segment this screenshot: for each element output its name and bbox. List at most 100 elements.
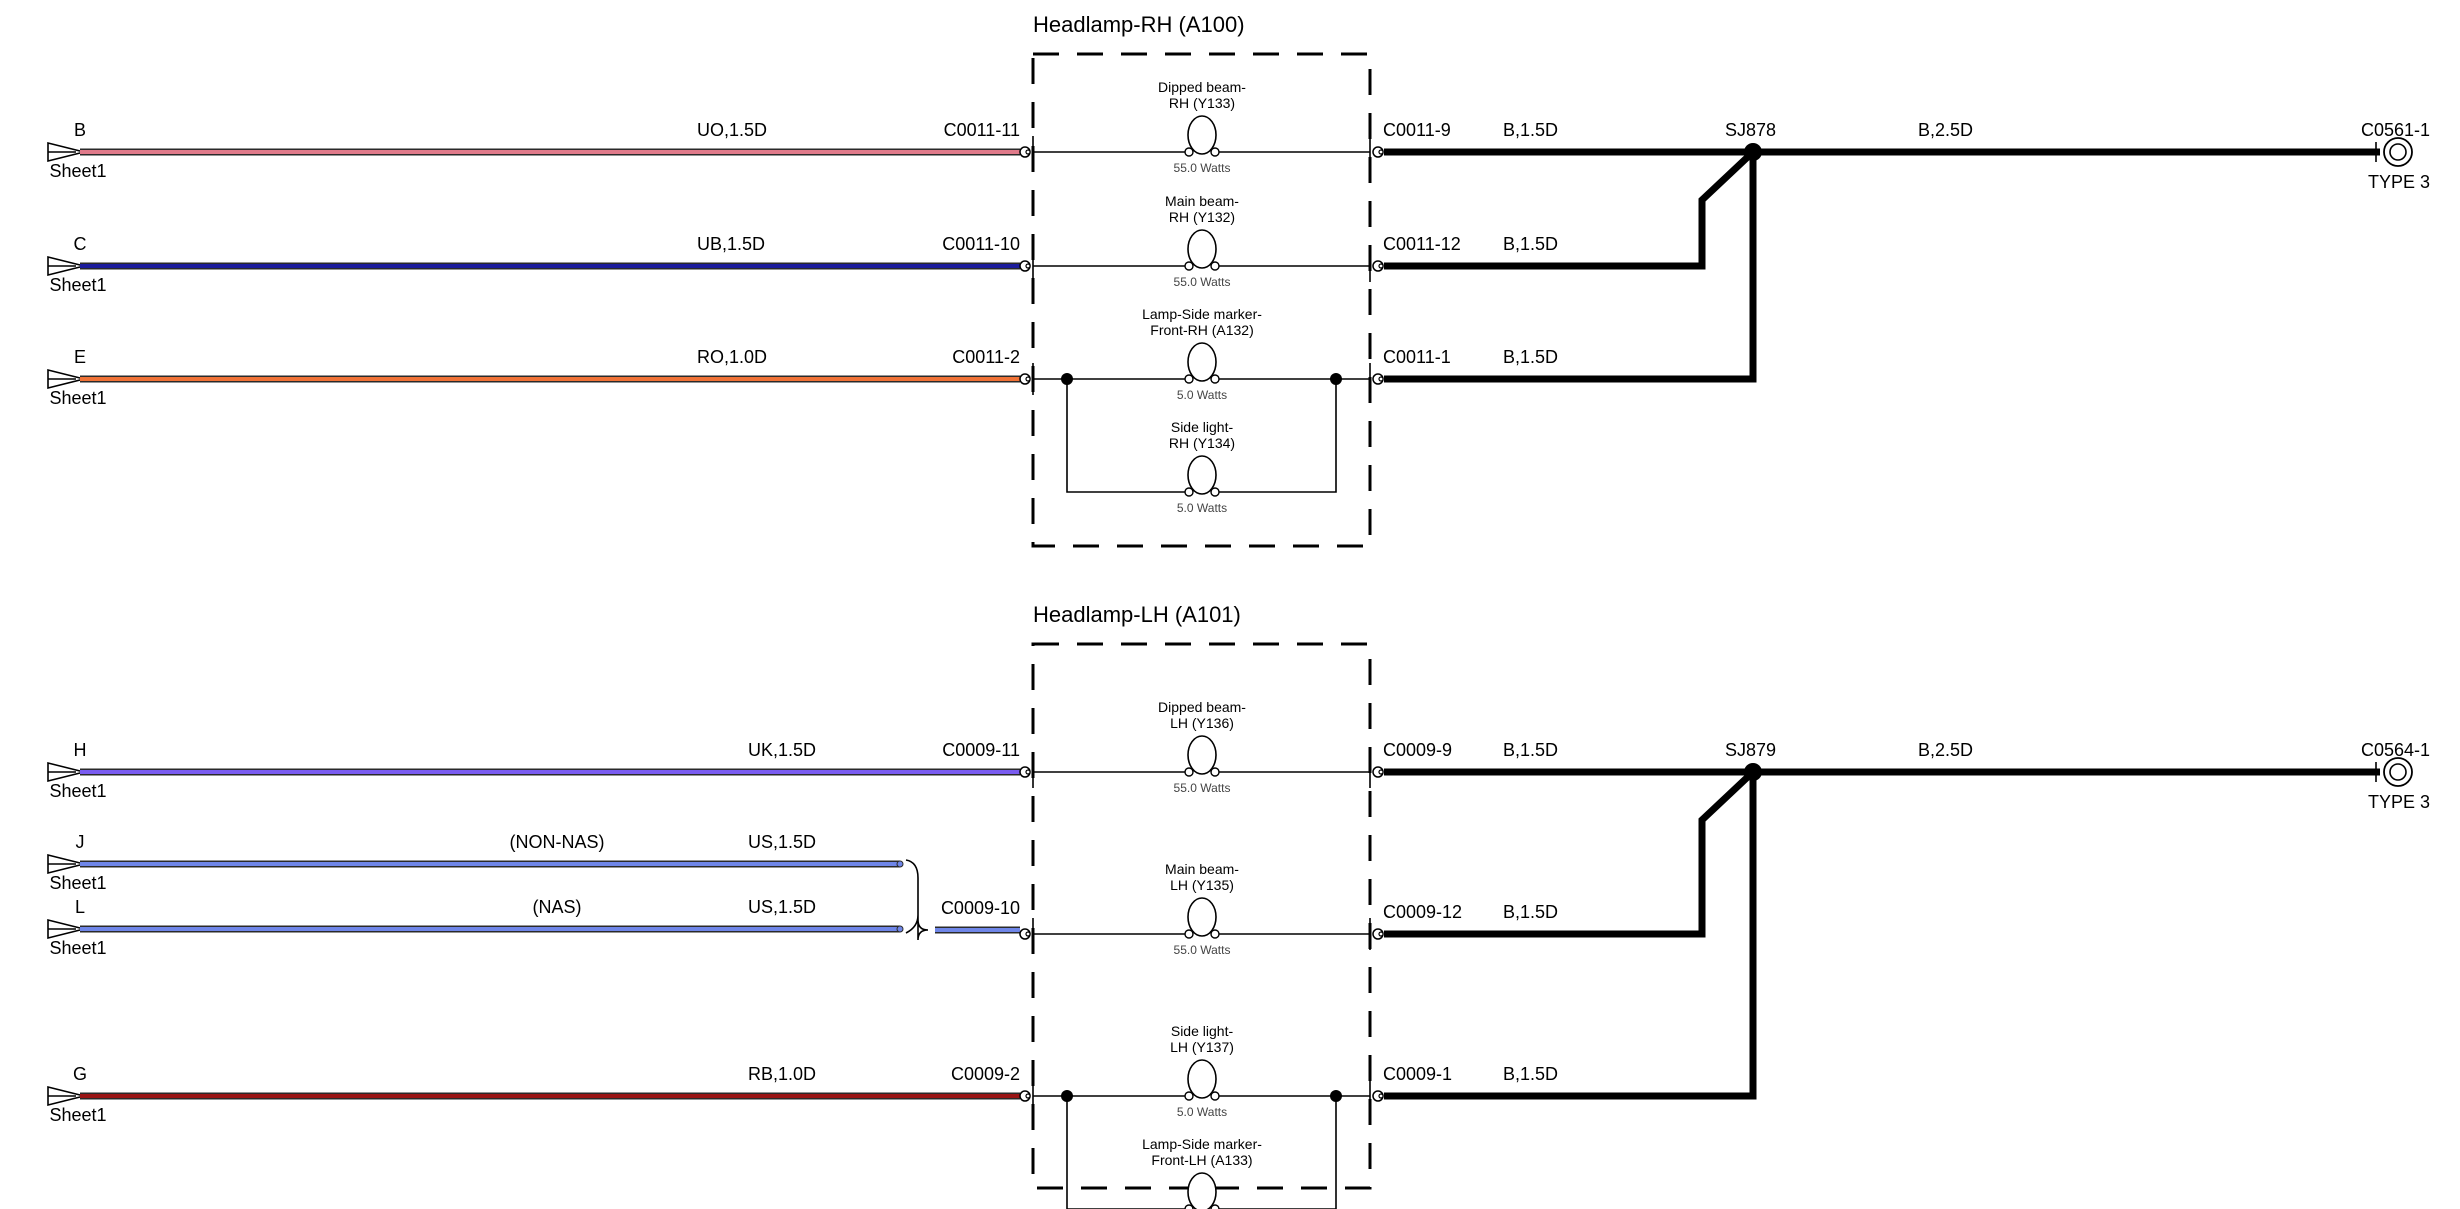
bulb-icon (1187, 115, 1217, 155)
junction-dot (1330, 373, 1342, 385)
input-pin-inner (1025, 1093, 1031, 1099)
input-wire-label: UO,1.5D (697, 120, 767, 140)
bulb-terminal (1184, 261, 1194, 271)
wire-ref-letter: L (75, 897, 85, 917)
ground-connector-icon (2375, 137, 2413, 167)
input-pin-inner (1025, 263, 1031, 269)
bulb-icon (1187, 735, 1217, 775)
lamp-name-line2: RH (Y134) (1169, 435, 1235, 451)
lamp-name-line2: RH (Y132) (1169, 209, 1235, 225)
ground-wire-label: B,1.5D (1503, 347, 1558, 367)
ground-wire-3 (1384, 772, 1757, 1100)
feed-wire-label: B,2.5D (1918, 120, 1973, 140)
lamp-name-line1: Side light- (1171, 419, 1234, 435)
parallel-lamp-loop (1066, 1096, 1337, 1209)
input-pin-inner (1025, 769, 1031, 775)
connector-inner (2389, 763, 2407, 781)
bulb-terminal (1210, 374, 1220, 384)
input-wire-label: US,1.5D (748, 897, 816, 917)
lamp-name-line2: LH (Y135) (1170, 877, 1234, 893)
bulb-terminal (1210, 1204, 1220, 1209)
lamp-name-line1: Main beam- (1165, 861, 1239, 877)
input-wire-label: UK,1.5D (748, 740, 816, 760)
input-connector-label: C0011-10 (942, 234, 1020, 254)
variant-label: (NON-NAS) (510, 832, 605, 852)
sheet-ref: Sheet1 (49, 938, 106, 958)
bulb-terminal (1210, 929, 1220, 939)
lamp-watts: 5.0 Watts (1177, 501, 1227, 515)
bulb-terminal (1210, 487, 1220, 497)
wire-ref-letter: C (74, 234, 87, 254)
wire-end (896, 860, 904, 868)
sheet-ref: Sheet1 (49, 873, 106, 893)
input-connector-label: C0011-11 (944, 120, 1020, 140)
wire-ref-letter: H (74, 740, 87, 760)
input-wire-label: UB,1.5D (697, 234, 765, 254)
ground-wire-label: B,1.5D (1503, 234, 1558, 254)
input-wire-label: RB,1.0D (748, 1064, 816, 1084)
ground-connector-label: C0009-12 (1383, 902, 1462, 922)
ground-wire-2 (1384, 769, 1756, 938)
parallel-lamp-loop (1066, 379, 1337, 493)
lamp-watts: 55.0 Watts (1174, 781, 1231, 795)
junction-dot (1061, 1090, 1073, 1102)
type-label: TYPE 3 (2368, 172, 2430, 192)
lamp-name-line2: RH (Y133) (1169, 95, 1235, 111)
bulb-terminal (1184, 374, 1194, 384)
ground-pin-inner (1378, 931, 1384, 937)
ground-connector-label: C0011-1 (1383, 347, 1451, 367)
ground-pin-inner (1378, 376, 1384, 382)
sheet-ref: Sheet1 (49, 275, 106, 295)
lamp-name-line2: Front-RH (A132) (1150, 322, 1253, 338)
ground-pin-inner (1378, 263, 1384, 269)
lamp-name-line1: Dipped beam- (1158, 79, 1246, 95)
input-pin-inner (1025, 149, 1031, 155)
bulb-icon (1187, 897, 1217, 937)
ground-connector-label: C0011-9 (1383, 120, 1451, 140)
bulb-terminal (1184, 929, 1194, 939)
component-housing-outline (1031, 52, 1372, 548)
junction-dot (1061, 373, 1073, 385)
lamp-name-line1: Main beam- (1165, 193, 1239, 209)
splice-label: SJ879 (1725, 740, 1776, 760)
bulb-terminal (1210, 147, 1220, 157)
ground-connector-icon (2375, 757, 2413, 787)
splice-dot (1744, 763, 1762, 781)
ground-wire-label: B,1.5D (1503, 120, 1558, 140)
sheet-ref: Sheet1 (49, 161, 106, 181)
bulb-icon (1187, 1172, 1217, 1209)
lamp-4: Lamp-Side marker-Front-LH (A133)5.0 Watt… (1142, 1136, 1262, 1209)
lamp-1: Dipped beam-LH (Y136)55.0 Watts (1158, 699, 1246, 795)
lamp-name-line2: LH (Y137) (1170, 1039, 1234, 1055)
input-connector-label: C0009-11 (942, 740, 1020, 760)
wire-ref-letter: E (74, 347, 86, 367)
ground-pin-inner (1378, 149, 1384, 155)
ground-connector-label: C0009-1 (1383, 1064, 1452, 1084)
wire-ref-letter: B (74, 120, 86, 140)
lamp-name-line2: Front-LH (A133) (1151, 1152, 1252, 1168)
sheet-ref: Sheet1 (49, 781, 106, 801)
feed-connector-label: C0561-1 (2361, 120, 2430, 140)
lamp-2: Main beam-RH (Y132)55.0 Watts (1165, 193, 1239, 289)
sheet-ref: Sheet1 (49, 1105, 106, 1125)
input-wire-label: US,1.5D (748, 832, 816, 852)
lamp-1: Dipped beam-RH (Y133)55.0 Watts (1158, 79, 1246, 175)
input-connector-label: C0009-10 (941, 898, 1020, 918)
bulb-terminal (1184, 1204, 1194, 1209)
lamp-name-line1: Dipped beam- (1158, 699, 1246, 715)
input-pin-inner (1025, 931, 1031, 937)
ground-wire-label: B,1.5D (1503, 1064, 1558, 1084)
lamp-watts: 55.0 Watts (1174, 943, 1231, 957)
bulb-icon (1187, 342, 1217, 382)
lamp-name-line1: Lamp-Side marker- (1142, 306, 1262, 322)
input-connector-label: C0011-2 (952, 347, 1020, 367)
block-title: Headlamp-RH (A100) (1033, 12, 1245, 37)
headlamp-rh-block: Headlamp-RH (A100)Dipped beam-RH (Y133)5… (47, 12, 2430, 548)
lamp-3: Side light-LH (Y137)5.0 Watts (1170, 1023, 1234, 1119)
ground-connector-label: C0011-12 (1383, 234, 1461, 254)
variant-label: (NAS) (533, 897, 582, 917)
wire-ref-letter: G (73, 1064, 87, 1084)
input-pin-inner (1025, 376, 1031, 382)
lamp-watts: 5.0 Watts (1177, 1105, 1227, 1119)
lamp-3: Lamp-Side marker-Front-RH (A132)5.0 Watt… (1142, 306, 1262, 402)
